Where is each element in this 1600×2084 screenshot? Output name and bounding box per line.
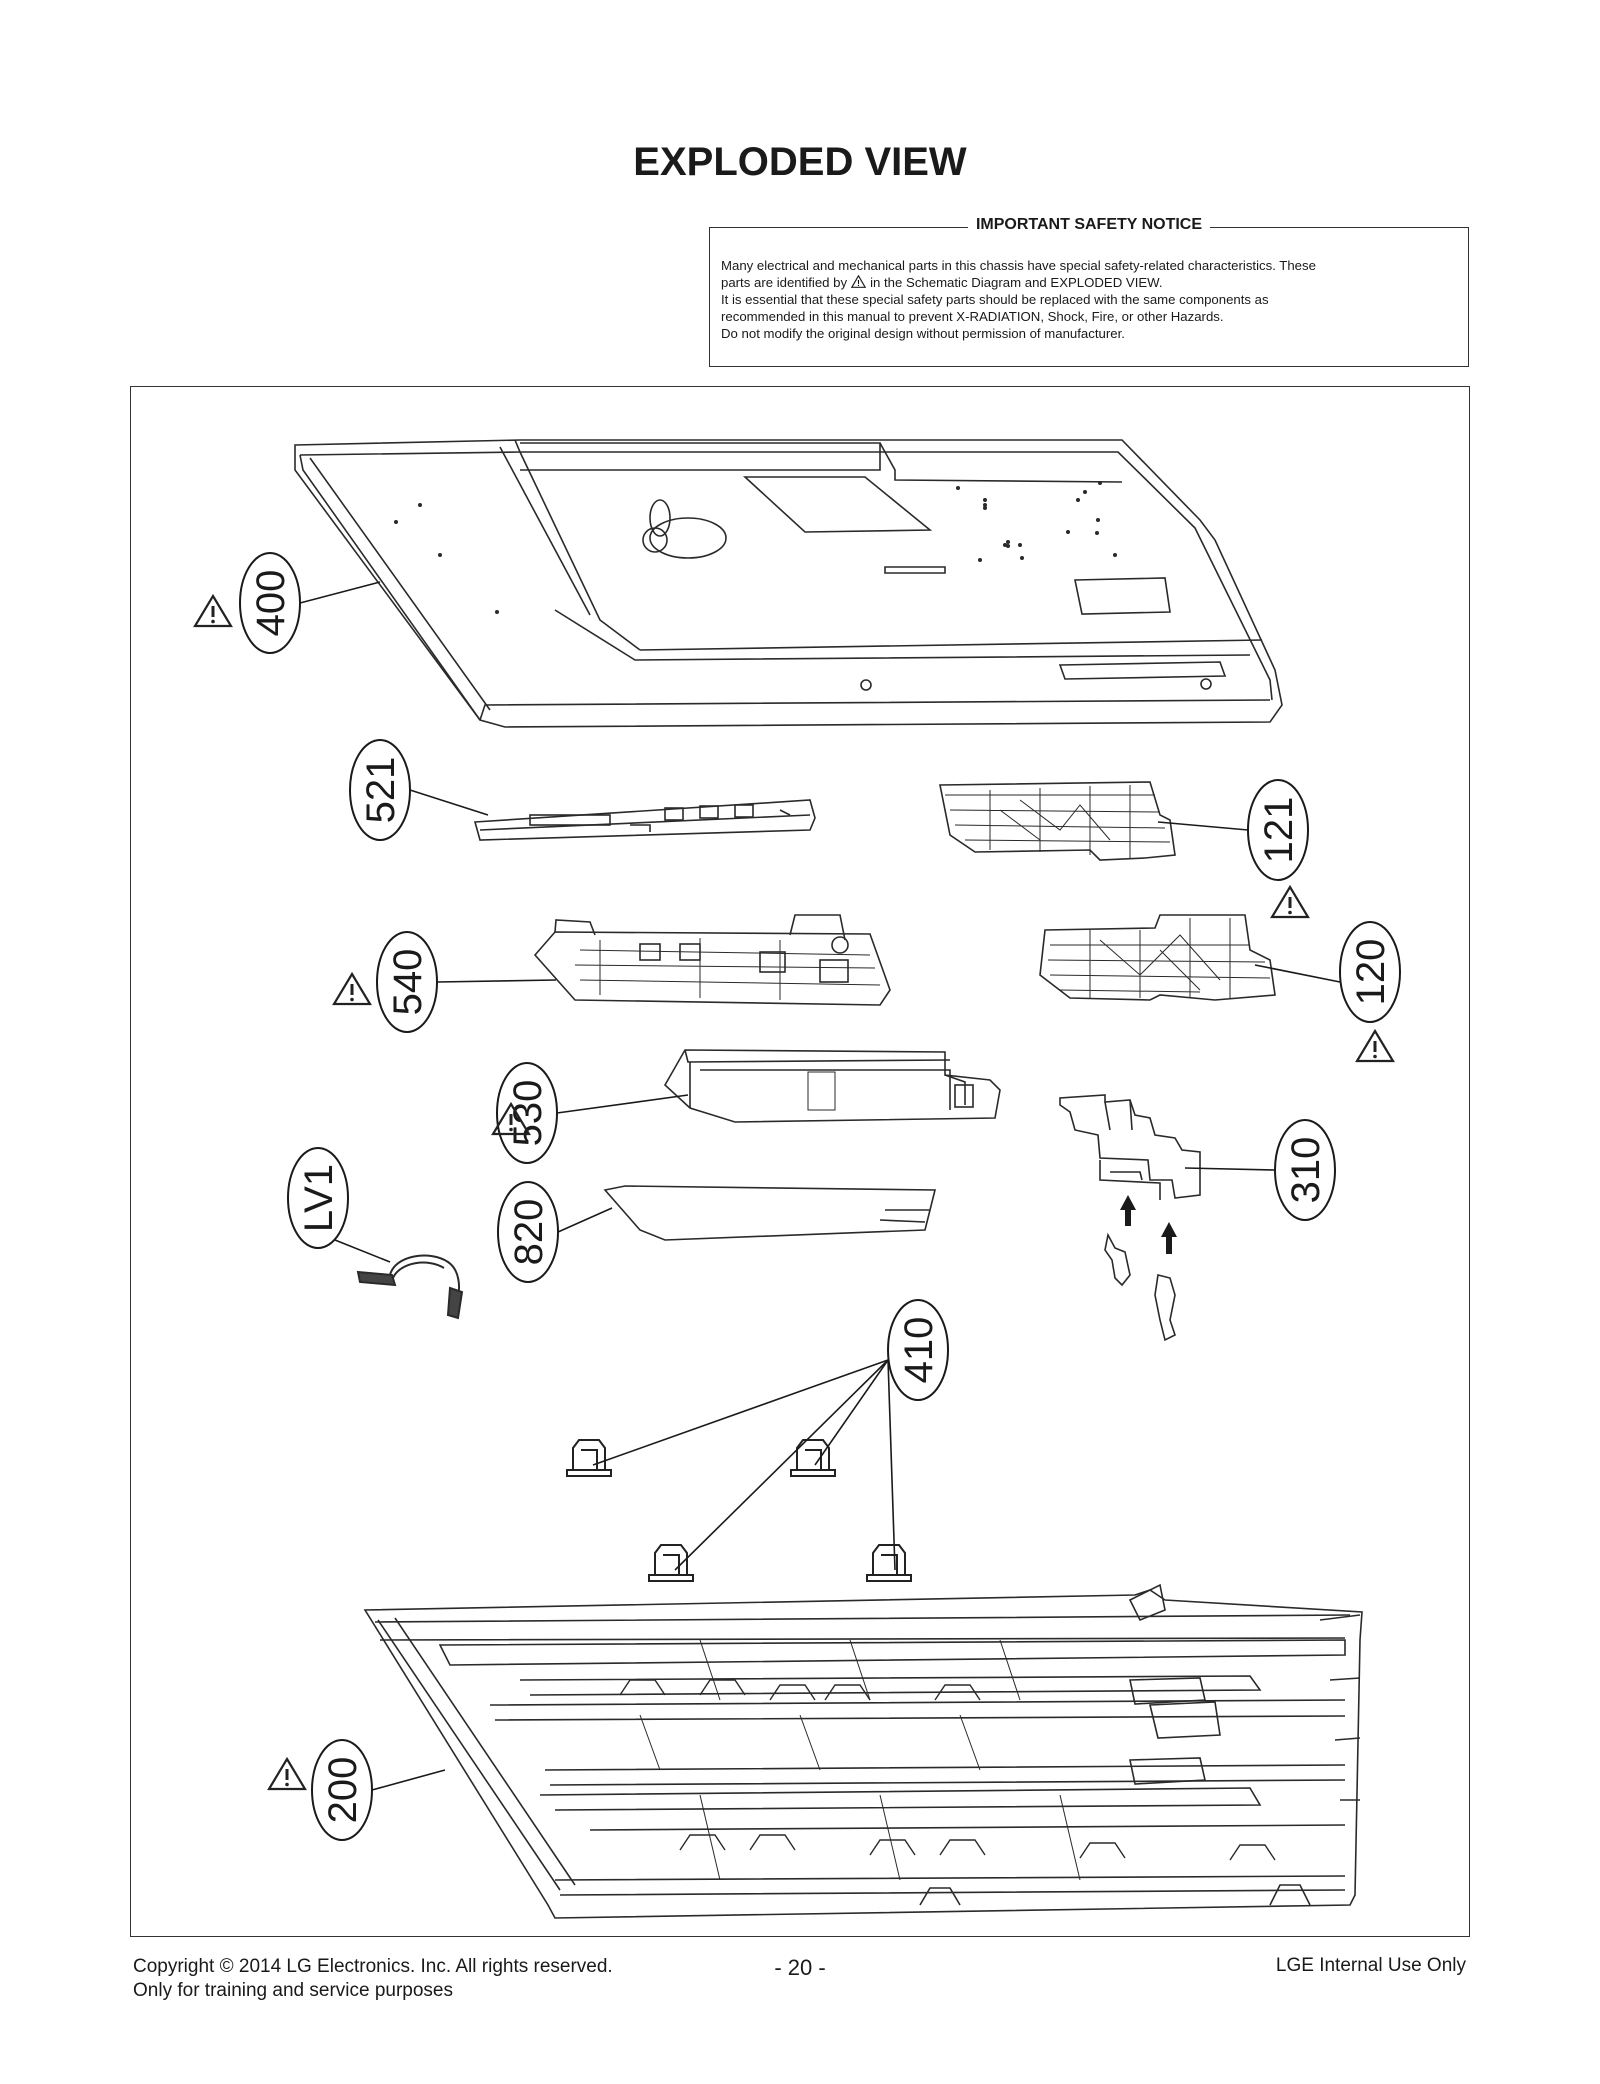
exploded-view-frame bbox=[130, 386, 1470, 1937]
callout-400: 400 bbox=[193, 552, 301, 654]
callout-521-label: 521 bbox=[359, 757, 403, 824]
warning-triangle-icon bbox=[1270, 885, 1310, 919]
notice-line: Do not modify the original design withou… bbox=[721, 326, 1125, 341]
callout-540-label: 540 bbox=[386, 949, 430, 1016]
callout-820-label: 820 bbox=[507, 1199, 551, 1266]
page-title: EXPLODED VIEW bbox=[633, 140, 967, 184]
callout-820: 820 bbox=[497, 1181, 559, 1283]
callout-120: 120 bbox=[1339, 921, 1401, 1063]
warning-triangle-icon bbox=[267, 1757, 307, 1791]
callout-310-label: 310 bbox=[1284, 1137, 1328, 1204]
callout-410-label: 410 bbox=[897, 1317, 941, 1384]
callout-530: 530 bbox=[491, 1062, 558, 1164]
footer-page-number: - 20 - bbox=[774, 1955, 826, 1980]
notice-line: Many electrical and mechanical parts in … bbox=[721, 258, 1316, 273]
back-cover-part bbox=[294, 439, 1283, 728]
callout-lv1-label: LV1 bbox=[297, 1164, 341, 1232]
callout-200: 200 bbox=[267, 1739, 373, 1841]
warning-triangle-icon bbox=[1355, 1029, 1395, 1063]
callout-lv1: LV1 bbox=[287, 1147, 349, 1249]
warning-triangle-icon: ! bbox=[851, 275, 867, 288]
leader-lines bbox=[299, 581, 1341, 1791]
callout-310: 310 bbox=[1274, 1119, 1336, 1221]
callout-400-label: 400 bbox=[249, 570, 293, 637]
frame-part bbox=[363, 1583, 1363, 1919]
safety-notice: IMPORTANT SAFETY NOTICE Many electrical … bbox=[709, 216, 1469, 367]
svg-text:!: ! bbox=[857, 279, 860, 288]
clips-part bbox=[566, 1439, 912, 1582]
callout-121: 121 bbox=[1247, 779, 1310, 919]
power-supply-part bbox=[663, 1049, 1001, 1123]
notice-line: recommended in this manual to prevent X-… bbox=[721, 309, 1224, 324]
callout-410: 410 bbox=[887, 1299, 949, 1401]
callout-121-label: 121 bbox=[1257, 797, 1301, 864]
speaker-right-bottom-part bbox=[1039, 914, 1276, 1001]
footer-copyright-line: Copyright © 2014 LG Electronics. Inc. Al… bbox=[133, 1956, 613, 1977]
callout-530-label: 530 bbox=[506, 1080, 550, 1147]
callout-521: 521 bbox=[349, 739, 411, 841]
speaker-right-top-part bbox=[939, 781, 1176, 861]
warning-triangle-icon bbox=[193, 594, 233, 628]
safety-notice-title: IMPORTANT SAFETY NOTICE bbox=[710, 216, 1468, 234]
lvds-cable-part bbox=[356, 1254, 464, 1320]
part-number-callouts: 400 521 121 540 120 530 310 bbox=[193, 552, 1401, 1841]
safety-notice-body: Many electrical and mechanical parts in … bbox=[721, 257, 1457, 342]
footer-internal-use: LGE Internal Use Only bbox=[1275, 1955, 1466, 1976]
warning-triangle-icon bbox=[332, 972, 372, 1006]
notice-line: It is essential that these special safet… bbox=[721, 292, 1269, 307]
speaker-bracket-part bbox=[473, 799, 816, 841]
stand-guide-part bbox=[1059, 1094, 1201, 1342]
footer-purpose-line: Only for training and service purposes bbox=[133, 1980, 453, 2001]
main-board-part bbox=[533, 914, 891, 1006]
footer-copyright: Copyright © 2014 LG Electronics. Inc. Al… bbox=[133, 1955, 613, 2003]
callout-540: 540 bbox=[332, 931, 438, 1033]
callout-200-label: 200 bbox=[321, 1757, 365, 1824]
arrow-icon bbox=[1120, 1195, 1177, 1254]
callout-120-label: 120 bbox=[1349, 939, 1393, 1006]
notice-line: parts are identified by!in the Schematic… bbox=[721, 275, 1163, 290]
insulator-sheet-part bbox=[603, 1185, 937, 1241]
